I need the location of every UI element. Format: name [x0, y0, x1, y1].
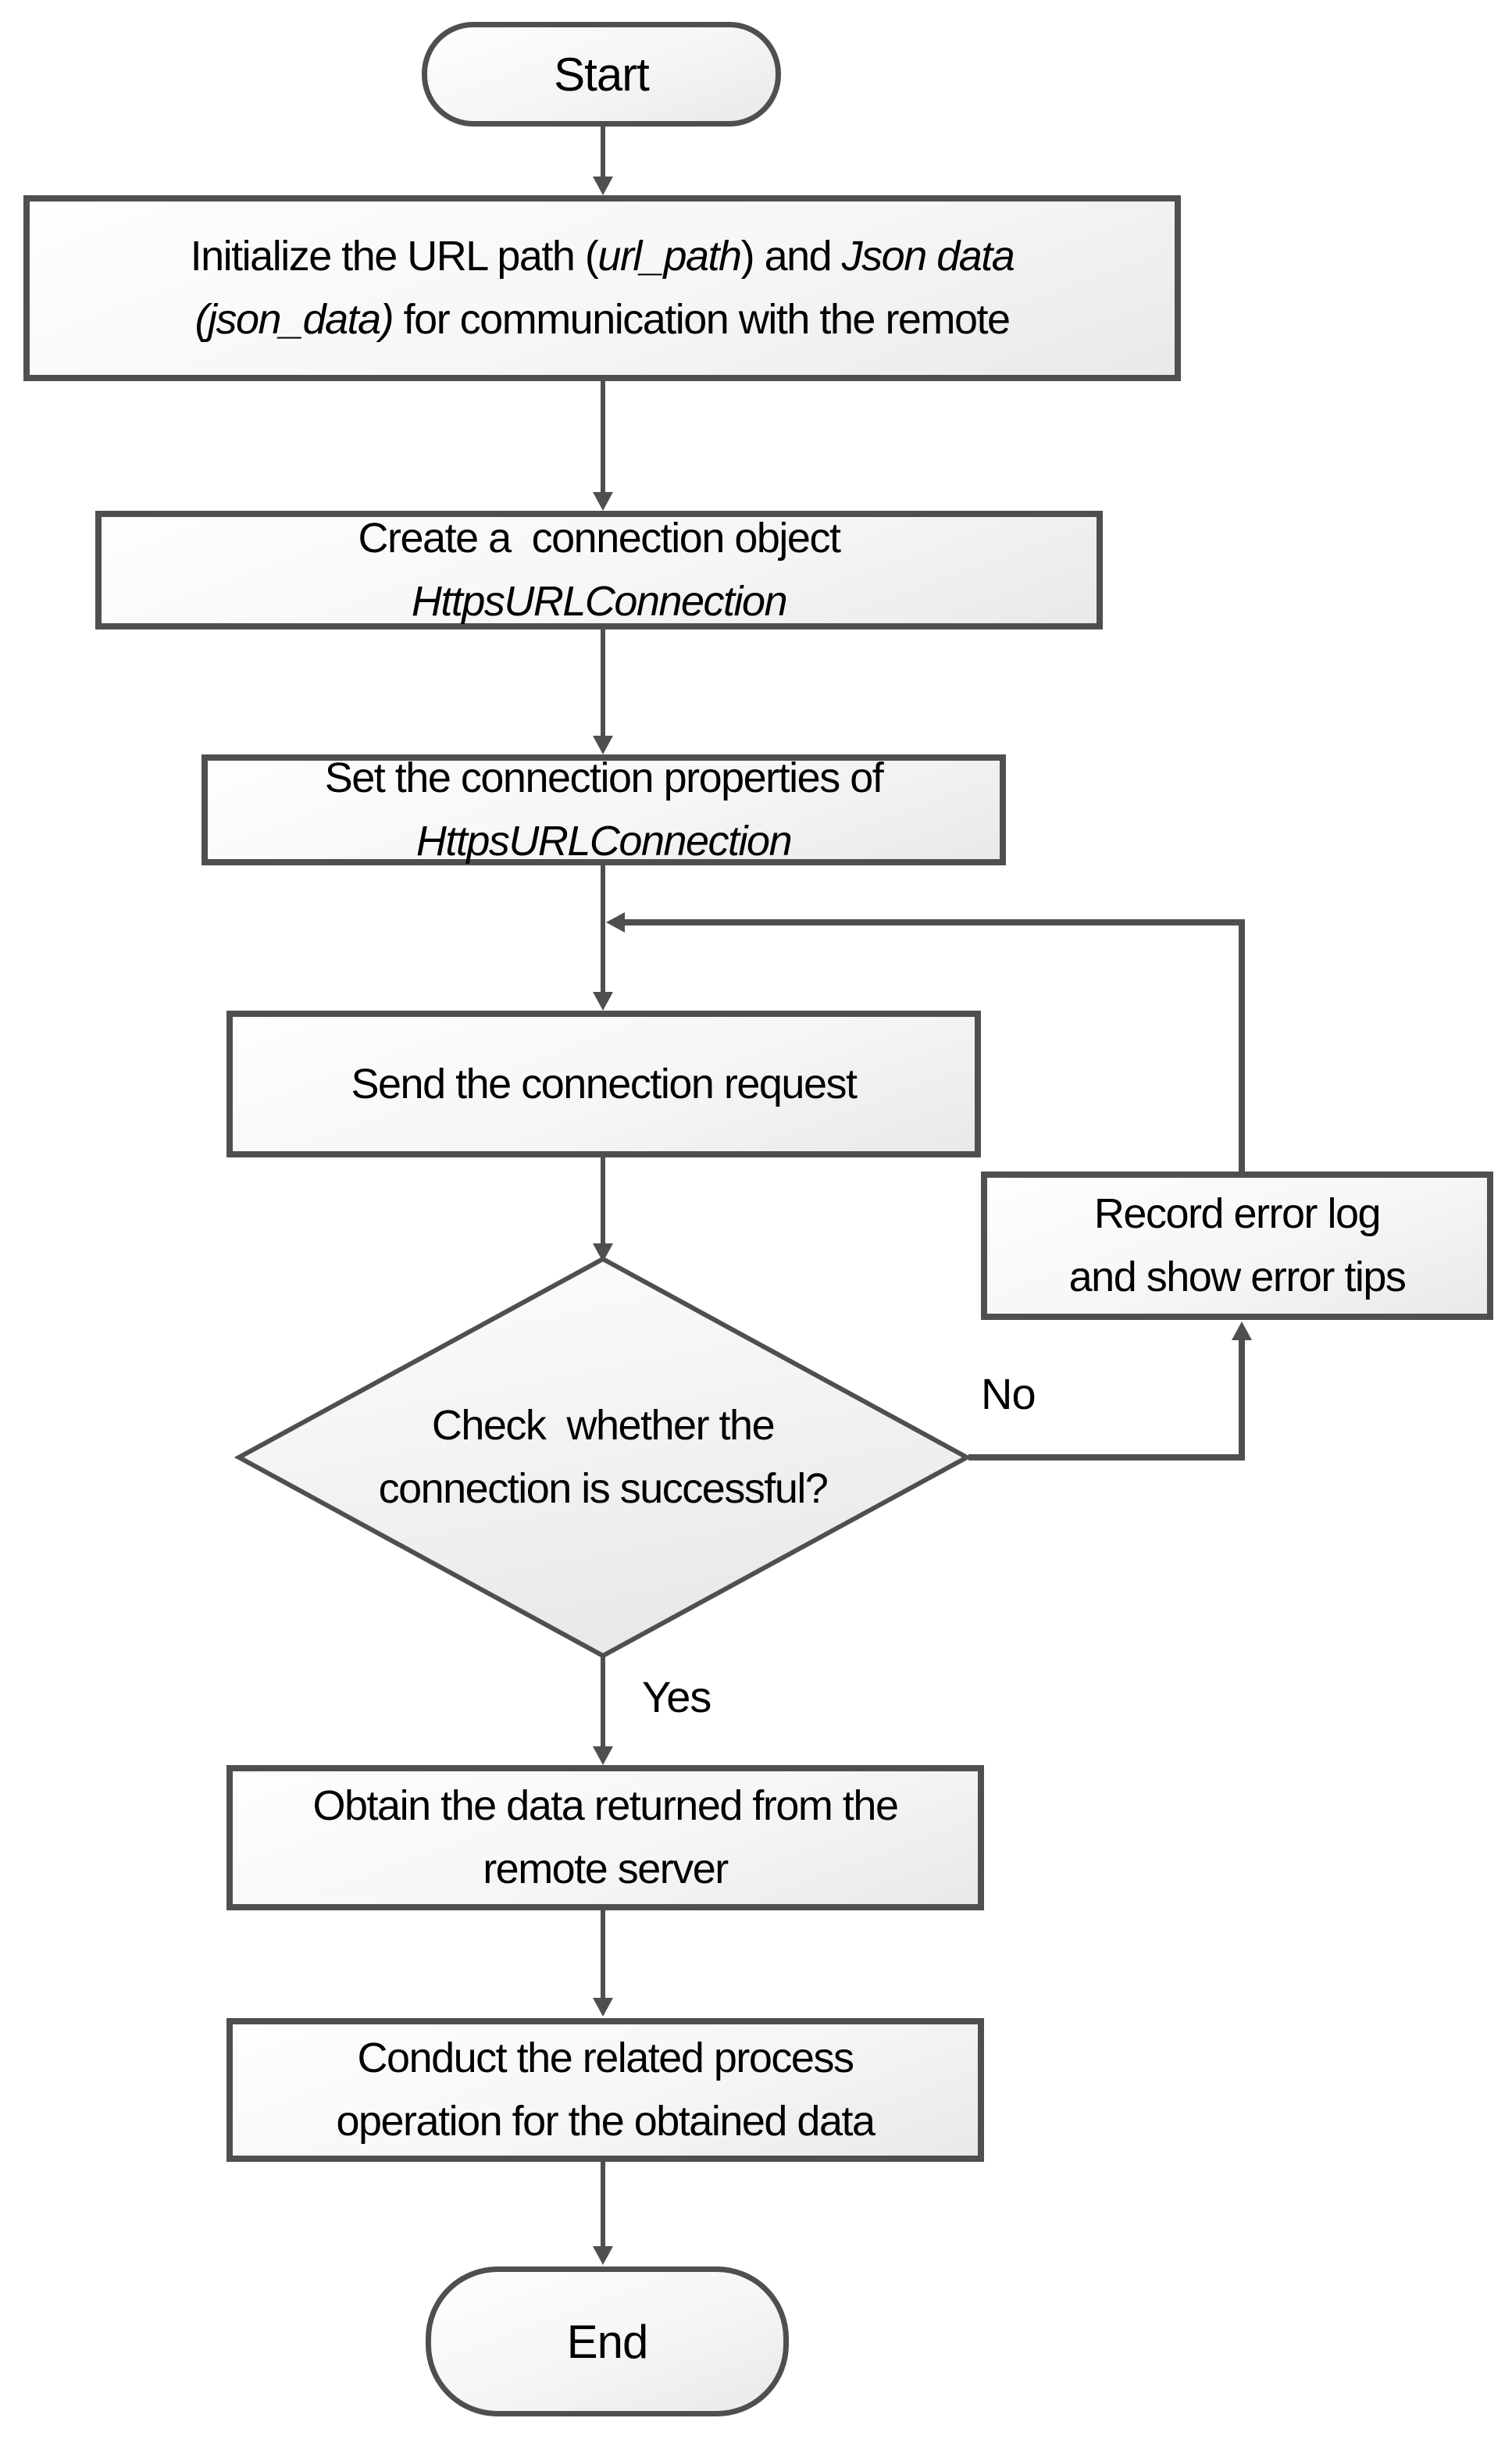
connector-send-check: [601, 1157, 605, 1245]
node-label-line: and show error tips: [1068, 1254, 1407, 1300]
initialize-url-process: Initialize the URL path (url_path) and J…: [23, 195, 1181, 381]
connector-start-init: [601, 125, 605, 178]
connector-no-vertical: [1239, 1337, 1245, 1457]
node-label-line: Send the connection request: [351, 1060, 858, 1107]
node-label: End: [566, 2315, 649, 2368]
edge-label-no: No: [981, 1369, 1036, 1418]
arrowhead-up-icon: [1232, 1321, 1252, 1340]
node-label-line: connection is successful?: [378, 1465, 829, 1512]
connector-conduct-end: [601, 2162, 605, 2248]
arrowhead-down-icon: [593, 492, 613, 511]
decision-label: Check whether the connection is successf…: [291, 1392, 915, 1523]
node-label-line: Obtain the data returned from the: [312, 1782, 899, 1829]
node-label-line: HttpsURLConnection: [411, 578, 788, 625]
node-label-line: Set the connection properties of: [324, 754, 884, 801]
send-request-process: Send the connection request: [226, 1011, 981, 1157]
node-label-line: Conduct the related process: [357, 2035, 854, 2081]
connector-create-setprops: [601, 629, 605, 737]
node-label-line: Check whether the: [431, 1402, 776, 1449]
connector-check-obtain: [601, 1654, 605, 1748]
node-label-line: operation for the obtained data: [336, 2098, 875, 2145]
connector-loop-horizontal: [622, 919, 1243, 925]
arrowhead-down-icon: [593, 177, 613, 195]
create-connection-process: Create a connection object HttpsURLConne…: [95, 511, 1103, 629]
node-label-line: Initialize the URL path (url_path) and J…: [190, 233, 1015, 280]
conduct-operation-process: Conduct the related process operation fo…: [226, 2018, 984, 2162]
connector-obtain-conduct: [601, 1910, 605, 1999]
arrowhead-down-icon: [593, 1998, 613, 2017]
arrowhead-down-icon: [593, 2246, 613, 2265]
record-error-process: Record error log and show error tips: [981, 1172, 1493, 1320]
end-node: End: [426, 2266, 789, 2416]
node-label-line: HttpsURLConnection: [415, 818, 793, 865]
edge-label-yes: Yes: [642, 1672, 711, 1721]
node-label-line: Create a connection object: [358, 515, 841, 562]
connector-init-create: [601, 381, 605, 494]
set-properties-process: Set the connection properties of HttpsUR…: [201, 754, 1006, 865]
arrowhead-down-icon: [593, 992, 613, 1011]
node-label: Start: [554, 48, 650, 101]
connector-setprops-send: [601, 865, 605, 993]
node-label-line: (json_data) for communication with the r…: [194, 296, 1011, 343]
obtain-data-process: Obtain the data returned from the remote…: [226, 1765, 984, 1910]
connector-no-horizontal: [968, 1454, 1245, 1460]
arrowhead-down-icon: [593, 736, 613, 754]
arrowhead-down-icon: [593, 1746, 613, 1765]
start-node: Start: [422, 22, 781, 127]
node-label-line: remote server: [483, 1846, 729, 1892]
node-label-line: Record error log: [1093, 1190, 1382, 1237]
connector-loop-vertical: [1239, 919, 1245, 1175]
